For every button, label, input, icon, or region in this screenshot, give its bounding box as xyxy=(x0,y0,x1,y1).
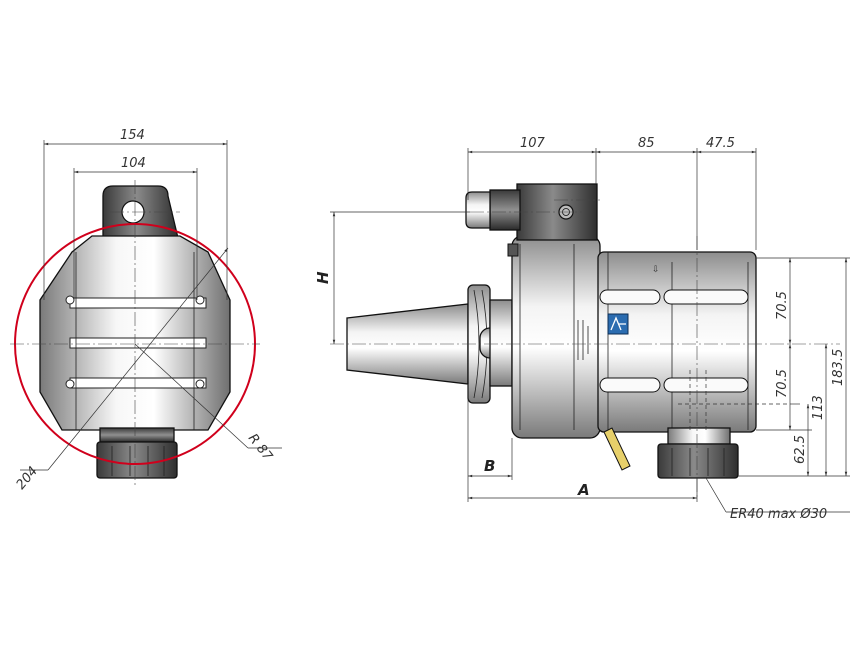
front-collet-nut xyxy=(96,441,178,479)
svg-text:⇩: ⇩ xyxy=(652,265,660,275)
hidden-lines xyxy=(678,370,790,430)
housing-slot xyxy=(599,289,661,305)
bolt xyxy=(195,379,205,389)
collet-callout: ER40 max Ø30 xyxy=(730,507,827,522)
dim-diameter: 204 xyxy=(14,464,41,493)
dim-upper-height: 70.5 xyxy=(775,291,790,320)
stop-block xyxy=(516,183,598,241)
front-collet-base xyxy=(99,427,175,443)
bolt xyxy=(65,295,75,305)
bolt xyxy=(195,295,205,305)
coolant-tube xyxy=(603,427,631,471)
housing-slot xyxy=(599,377,661,393)
dim-body-length: 85 xyxy=(638,136,655,151)
dim-collet-offset: 47.5 xyxy=(706,136,735,151)
dim-lower-height: 70.5 xyxy=(775,369,790,398)
rib-top xyxy=(69,297,207,309)
dim-letter-b: B xyxy=(484,457,495,475)
dim-letter-a: A xyxy=(577,481,590,499)
dim-overall-height: 183.5 xyxy=(831,349,846,386)
rib-bottom xyxy=(69,377,207,389)
dim-letter-h: H xyxy=(314,271,332,284)
stop-pin-housing xyxy=(489,189,521,231)
dim-inner-width: 104 xyxy=(121,156,146,171)
housing-slot xyxy=(663,289,749,305)
rating-plate xyxy=(577,320,589,360)
shank-neck xyxy=(489,299,513,387)
gear-housing xyxy=(597,251,757,433)
spindle-neck xyxy=(667,427,731,445)
side-view: ⇩ 107 85 47.5 H xyxy=(314,136,850,522)
dim-overall-width: 154 xyxy=(120,128,145,143)
small-screw xyxy=(507,243,519,257)
rib-middle xyxy=(69,337,207,349)
front-view: 154 104 204 R 87 xyxy=(10,128,282,493)
dim-shank-to-body: 107 xyxy=(520,136,546,151)
main-disc xyxy=(511,235,601,439)
dim-collet-height: 62.5 xyxy=(793,435,808,464)
dim-axis-to-collet: 113 xyxy=(811,395,826,420)
side-collet-nut xyxy=(657,443,739,479)
stop-pin xyxy=(465,191,491,229)
bolt xyxy=(65,379,75,389)
